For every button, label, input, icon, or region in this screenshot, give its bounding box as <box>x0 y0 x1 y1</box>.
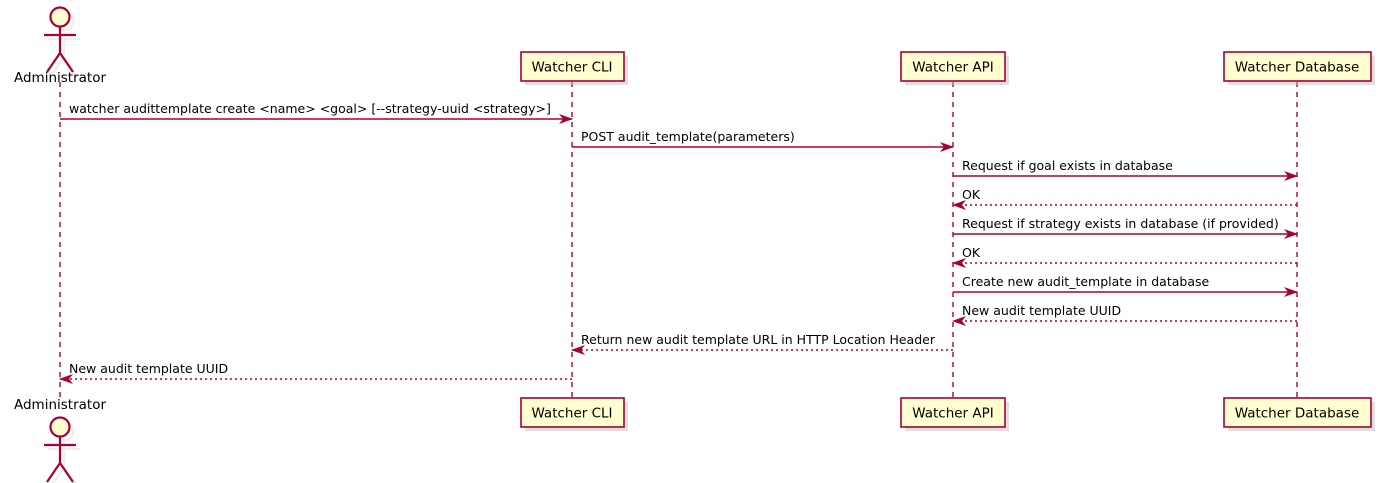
participant-box-api-bottom[interactable] <box>900 397 1006 428</box>
participant-label-db-bottom: Watcher Database <box>1235 406 1360 422</box>
participant-box-cli-top[interactable] <box>520 51 625 82</box>
message-label-10: New audit template UUID <box>69 361 228 376</box>
actor-figure-admin-top[interactable] <box>44 6 80 77</box>
message-5[interactable]: Request if strategy exists in database (… <box>953 216 1298 239</box>
message-label-8: New audit template UUID <box>962 303 1121 318</box>
message-4[interactable]: OK <box>952 187 1297 210</box>
participant-box-api-top[interactable] <box>900 51 1006 82</box>
actor-label-admin-top: Administrator <box>14 70 106 86</box>
participant-label-db-top: Watcher Database <box>1235 60 1360 76</box>
participant-label-api-top: Watcher API <box>912 60 994 76</box>
message-label-7: Create new audit_template in database <box>962 274 1209 289</box>
message-label-3: Request if goal exists in database <box>962 158 1173 173</box>
message-label-9: Return new audit template URL in HTTP Lo… <box>581 332 936 347</box>
message-label-5: Request if strategy exists in database (… <box>962 216 1279 231</box>
participant-box-cli-bottom[interactable] <box>520 397 625 428</box>
participant-label-api-bottom: Watcher API <box>912 406 994 422</box>
message-3[interactable]: Request if goal exists in database <box>953 158 1298 181</box>
message-7[interactable]: Create new audit_template in database <box>953 274 1298 297</box>
message-10[interactable]: New audit template UUID <box>59 361 572 384</box>
message-8[interactable]: New audit template UUID <box>952 303 1297 326</box>
messages-group: watcher audittemplate create <name> <goa… <box>59 101 1298 384</box>
actor-label-admin-bottom: Administrator <box>14 397 106 413</box>
participant-label-cli-top: Watcher CLI <box>531 60 612 76</box>
message-1[interactable]: watcher audittemplate create <name> <goa… <box>60 101 573 124</box>
message-2[interactable]: POST audit_template(parameters) <box>572 129 954 152</box>
actor-figure-admin-bottom[interactable] <box>44 416 80 483</box>
message-label-6: OK <box>962 245 981 260</box>
participant-label-cli-bottom: Watcher CLI <box>531 406 612 422</box>
message-label-2: POST audit_template(parameters) <box>581 129 795 144</box>
message-9[interactable]: Return new audit template URL in HTTP Lo… <box>571 332 953 355</box>
message-label-4: OK <box>962 187 981 202</box>
message-6[interactable]: OK <box>952 245 1297 268</box>
participant-box-db-top[interactable] <box>1223 51 1372 82</box>
participant-box-db-bottom[interactable] <box>1223 397 1372 428</box>
participant-boxes-group: Watcher CLI Watcher CLI Watcher API Watcher… <box>520 51 1375 431</box>
message-label-1: watcher audittemplate create <name> <goa… <box>69 101 551 116</box>
